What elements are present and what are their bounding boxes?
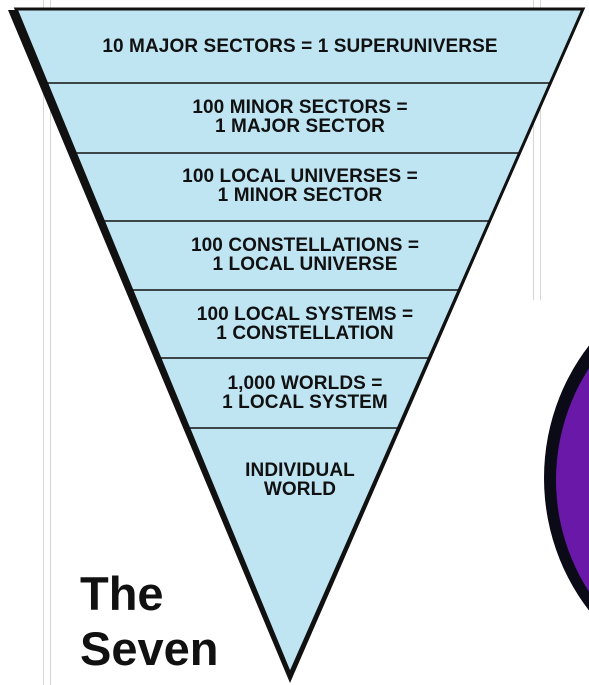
globe-body [556,368,589,592]
tier-line: 100 LOCAL UNIVERSES = [182,166,418,187]
purple-globe-illustration [544,345,589,611]
tier-major-sectors: 10 MAJOR SECTORS = 1 SUPERUNIVERSE [20,37,580,56]
column-rule-far-right [540,0,541,300]
tier-minor-sectors: 100 MINOR SECTORS = 1 MAJOR SECTOR [120,98,480,136]
page-heading: The Seven [80,566,300,676]
tier-line: 100 MINOR SECTORS = [192,97,408,118]
tier-line: 1 LOCAL SYSTEM [222,392,388,413]
tier-line: 1 MINOR SECTOR [217,185,383,206]
tier-constellations: 100 CONSTELLATIONS = 1 LOCAL UNIVERSE [140,236,470,274]
tier-individual-world: INDIVIDUAL WORLD [200,461,400,499]
heading-line: The [80,567,164,620]
pyramid-body [13,7,586,678]
tier-line: 1,000 WORLDS = [227,373,383,394]
tier-local-systems: 100 LOCAL SYSTEMS = 1 CONSTELLATION [150,305,460,343]
tier-local-universes: 100 LOCAL UNIVERSES = 1 MINOR SECTOR [120,167,480,205]
tier-line: 1 CONSTELLATION [216,323,394,344]
tier-line: 10 MAJOR SECTORS = 1 SUPERUNIVERSE [102,36,498,57]
tier-line: INDIVIDUAL [245,460,355,481]
column-rule-left-inner [50,0,51,685]
tier-line: WORLD [263,479,337,500]
tier-worlds: 1,000 WORLDS = 1 LOCAL SYSTEM [180,374,430,412]
column-rule-left [43,0,44,685]
heading-line: Seven [80,622,219,675]
tier-line: 100 CONSTELLATIONS = [190,235,420,256]
tier-line: 1 MAJOR SECTOR [215,116,385,137]
tier-line: 100 LOCAL SYSTEMS = [196,304,414,325]
column-rule-right [533,0,534,300]
tier-line: 1 LOCAL UNIVERSE [212,254,398,275]
